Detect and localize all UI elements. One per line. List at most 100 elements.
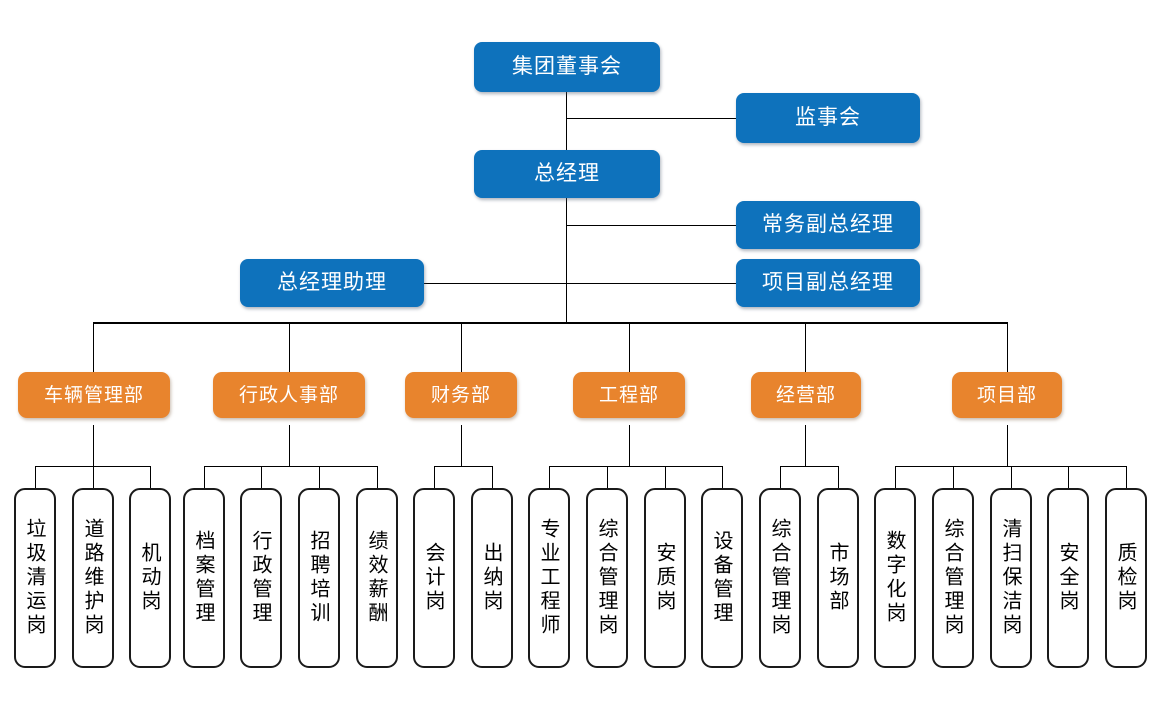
leaf-position-box[interactable]: 出纳岗 bbox=[471, 488, 513, 668]
node-gm-assistant-label: 总经理助理 bbox=[277, 270, 387, 295]
riser-dept-1 bbox=[93, 322, 94, 372]
leaf-position-box[interactable]: 综合管理岗 bbox=[932, 488, 974, 668]
leaf-position-label: 机动岗 bbox=[138, 542, 162, 614]
drop-dept-4 bbox=[629, 425, 630, 466]
riser-leaf-17 bbox=[953, 466, 954, 488]
riser-dept-6 bbox=[1007, 322, 1008, 372]
node-supervisory-board[interactable]: 监事会 bbox=[736, 93, 920, 143]
leaf-position-box[interactable]: 机动岗 bbox=[129, 488, 171, 668]
leaf-position-box[interactable]: 专业工程师 bbox=[528, 488, 570, 668]
riser-leaf-9 bbox=[492, 466, 493, 488]
subbus-dept-5 bbox=[780, 466, 838, 467]
leaf-position-label: 数字化岗 bbox=[883, 530, 907, 626]
drop-dept-2 bbox=[289, 425, 290, 466]
leaf-position-label: 专业工程师 bbox=[537, 518, 561, 638]
riser-leaf-20 bbox=[1126, 466, 1127, 488]
leaf-position-box[interactable]: 行政管理 bbox=[240, 488, 282, 668]
riser-dept-3 bbox=[461, 322, 462, 372]
node-department-project-label: 项目部 bbox=[976, 383, 1037, 406]
riser-leaf-2 bbox=[93, 466, 94, 488]
node-department-operations-label: 经营部 bbox=[775, 383, 836, 406]
connector-trunk-to-gm-assistant bbox=[424, 283, 566, 284]
leaf-position-box[interactable]: 档案管理 bbox=[183, 488, 225, 668]
node-board-of-directors[interactable]: 集团董事会 bbox=[474, 42, 660, 92]
leaf-position-label: 市场部 bbox=[826, 542, 850, 614]
leaf-position-box[interactable]: 清扫保洁岗 bbox=[990, 488, 1032, 668]
connector-gm-trunk bbox=[566, 198, 567, 323]
leaf-position-box[interactable]: 道路维护岗 bbox=[72, 488, 114, 668]
leaf-position-box[interactable]: 安质岗 bbox=[644, 488, 686, 668]
leaf-position-label: 垃圾清运岗 bbox=[23, 518, 47, 638]
leaf-position-label: 综合管理岗 bbox=[941, 518, 965, 638]
drop-dept-3 bbox=[461, 425, 462, 466]
node-department-administration-hr[interactable]: 行政人事部 bbox=[213, 372, 365, 418]
leaf-position-label: 清扫保洁岗 bbox=[999, 518, 1023, 638]
leaf-position-box[interactable]: 安全岗 bbox=[1047, 488, 1089, 668]
node-department-administration-hr-label: 行政人事部 bbox=[238, 383, 339, 406]
leaf-position-label: 综合管理岗 bbox=[595, 518, 619, 638]
riser-leaf-19 bbox=[1068, 466, 1069, 488]
connector-gm-trunk-to-supervisory bbox=[566, 118, 736, 119]
leaf-position-box[interactable]: 会计岗 bbox=[413, 488, 455, 668]
node-department-vehicle-management[interactable]: 车辆管理部 bbox=[18, 372, 170, 418]
node-general-manager-label: 总经理 bbox=[534, 161, 600, 186]
leaf-position-box[interactable]: 招聘培训 bbox=[298, 488, 340, 668]
drop-dept-5 bbox=[805, 425, 806, 466]
leaf-position-label: 安质岗 bbox=[653, 542, 677, 614]
department-bus bbox=[93, 322, 1008, 324]
node-executive-deputy-gm-label: 常务副总经理 bbox=[762, 212, 894, 237]
leaf-position-label: 设备管理 bbox=[710, 530, 734, 626]
node-department-vehicle-management-label: 车辆管理部 bbox=[43, 383, 144, 406]
riser-leaf-1 bbox=[35, 466, 36, 488]
node-department-finance-label: 财务部 bbox=[430, 383, 491, 406]
leaf-position-label: 会计岗 bbox=[422, 542, 446, 614]
riser-leaf-12 bbox=[665, 466, 666, 488]
riser-dept-4 bbox=[629, 322, 630, 372]
subbus-dept-4 bbox=[549, 466, 722, 467]
node-department-engineering[interactable]: 工程部 bbox=[573, 372, 685, 418]
node-board-of-directors-label: 集团董事会 bbox=[512, 54, 622, 79]
subbus-dept-6 bbox=[895, 466, 1126, 467]
leaf-position-label: 档案管理 bbox=[192, 530, 216, 626]
riser-leaf-13 bbox=[722, 466, 723, 488]
leaf-position-label: 综合管理岗 bbox=[768, 518, 792, 638]
node-gm-assistant[interactable]: 总经理助理 bbox=[240, 259, 424, 307]
leaf-position-box[interactable]: 市场部 bbox=[817, 488, 859, 668]
leaf-position-label: 道路维护岗 bbox=[81, 518, 105, 638]
node-executive-deputy-gm[interactable]: 常务副总经理 bbox=[736, 201, 920, 249]
leaf-position-label: 行政管理 bbox=[249, 530, 273, 626]
node-general-manager[interactable]: 总经理 bbox=[474, 150, 660, 198]
leaf-position-label: 安全岗 bbox=[1056, 542, 1080, 614]
leaf-position-box[interactable]: 质检岗 bbox=[1105, 488, 1147, 668]
node-project-deputy-gm-label: 项目副总经理 bbox=[762, 270, 894, 295]
leaf-position-box[interactable]: 绩效薪酬 bbox=[356, 488, 398, 668]
connector-board-to-gm bbox=[566, 92, 567, 152]
node-project-deputy-gm[interactable]: 项目副总经理 bbox=[736, 259, 920, 307]
connector-trunk-to-exec-deputy bbox=[566, 225, 736, 226]
riser-leaf-4 bbox=[204, 466, 205, 488]
leaf-position-box[interactable]: 数字化岗 bbox=[874, 488, 916, 668]
leaf-position-label: 招聘培训 bbox=[307, 530, 331, 626]
node-department-finance[interactable]: 财务部 bbox=[405, 372, 517, 418]
riser-leaf-8 bbox=[434, 466, 435, 488]
riser-leaf-16 bbox=[895, 466, 896, 488]
leaf-position-box[interactable]: 综合管理岗 bbox=[759, 488, 801, 668]
leaf-position-label: 出纳岗 bbox=[480, 542, 504, 614]
node-department-project[interactable]: 项目部 bbox=[952, 372, 1062, 418]
connector-trunk-to-project-deputy bbox=[566, 283, 736, 284]
leaf-position-box[interactable]: 垃圾清运岗 bbox=[14, 488, 56, 668]
drop-dept-6 bbox=[1007, 425, 1008, 466]
riser-dept-2 bbox=[289, 322, 290, 372]
leaf-position-box[interactable]: 设备管理 bbox=[701, 488, 743, 668]
riser-leaf-5 bbox=[261, 466, 262, 488]
drop-dept-1 bbox=[93, 425, 94, 466]
node-department-operations[interactable]: 经营部 bbox=[751, 372, 861, 418]
leaf-position-box[interactable]: 综合管理岗 bbox=[586, 488, 628, 668]
riser-leaf-14 bbox=[780, 466, 781, 488]
riser-leaf-10 bbox=[549, 466, 550, 488]
leaf-position-label: 质检岗 bbox=[1114, 542, 1138, 614]
subbus-dept-1 bbox=[35, 466, 150, 467]
riser-leaf-3 bbox=[150, 466, 151, 488]
node-supervisory-board-label: 监事会 bbox=[795, 105, 861, 130]
